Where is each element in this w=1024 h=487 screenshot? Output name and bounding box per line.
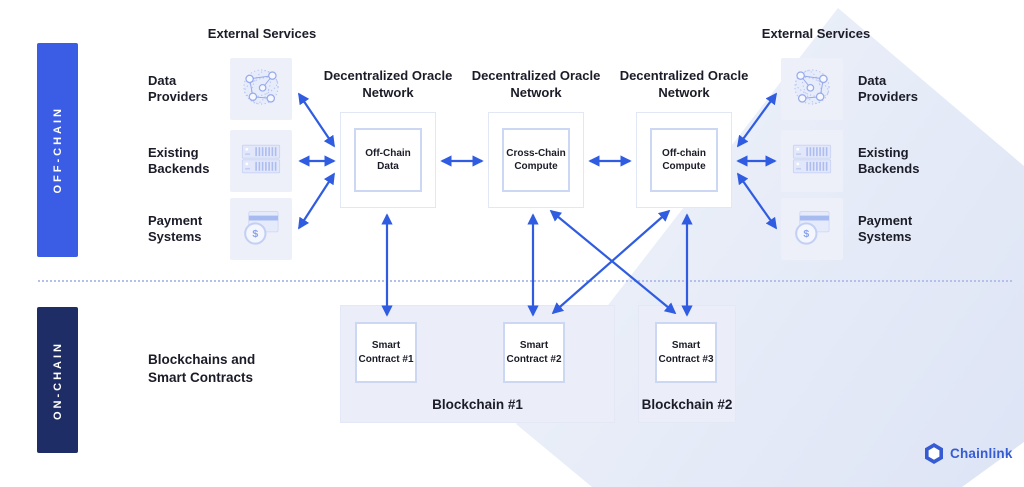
existing-backends-label-left: Existing Backends <box>148 145 210 177</box>
svg-text:$: $ <box>803 228 809 240</box>
blockchains-section-label: Blockchains and Smart Contracts <box>148 352 256 386</box>
chainlink-hexagon-icon <box>925 443 943 464</box>
on-chain-band-label: ON-CHAIN <box>51 340 64 420</box>
network-globe-icon <box>786 61 838 118</box>
external-services-header-left: External Services <box>207 26 317 41</box>
smart-contract-1-box: Smart Contract #1 <box>355 322 417 383</box>
existing-backends-tile-left <box>230 130 292 192</box>
don-title-2: Decentralized Oracle Network <box>471 68 601 100</box>
existing-backends-tile-right <box>781 130 843 192</box>
off-chain-compute-node: Off-chain Compute <box>650 128 718 192</box>
data-providers-label-left: Data Providers <box>148 73 208 105</box>
chain-divider-dotted-line <box>38 280 1012 282</box>
smart-contract-3-box: Smart Contract #3 <box>655 322 717 383</box>
payment-systems-label-right: Payment Systems <box>858 213 913 245</box>
network-globe-icon <box>235 61 287 118</box>
server-stack-icon <box>235 133 287 190</box>
payment-systems-label-left: Payment Systems <box>148 213 203 245</box>
payment-systems-tile-left: $ <box>230 198 292 260</box>
don-box-3: Off-chain Compute <box>636 112 732 208</box>
off-chain-data-node: Off-Chain Data <box>354 128 422 192</box>
smart-contract-2-box: Smart Contract #2 <box>503 322 565 383</box>
svg-text:$: $ <box>252 228 258 240</box>
data-providers-tile-right <box>781 58 843 120</box>
data-providers-tile-left <box>230 58 292 120</box>
external-services-header-right: External Services <box>761 26 871 41</box>
don-title-1: Decentralized Oracle Network <box>323 68 453 100</box>
off-chain-band: OFF-CHAIN <box>37 43 78 257</box>
data-providers-label-right: Data Providers <box>858 73 918 105</box>
on-chain-band: ON-CHAIN <box>37 307 78 453</box>
payment-card-icon: $ <box>786 201 838 258</box>
don-title-3: Decentralized Oracle Network <box>619 68 749 100</box>
chainlink-brand: Chainlink <box>925 443 1013 464</box>
server-stack-icon <box>786 133 838 190</box>
blockchain-1-label: Blockchain #1 <box>432 397 523 412</box>
don-box-2: Cross-Chain Compute <box>488 112 584 208</box>
don-box-1: Off-Chain Data <box>340 112 436 208</box>
off-chain-band-label: OFF-CHAIN <box>51 106 64 194</box>
payment-card-icon: $ <box>235 201 287 258</box>
cross-chain-compute-node: Cross-Chain Compute <box>502 128 570 192</box>
existing-backends-label-right: Existing Backends <box>858 145 920 177</box>
chainlink-wordmark: Chainlink <box>950 446 1013 461</box>
payment-systems-tile-right: $ <box>781 198 843 260</box>
blockchain-2-label: Blockchain #2 <box>641 397 733 412</box>
